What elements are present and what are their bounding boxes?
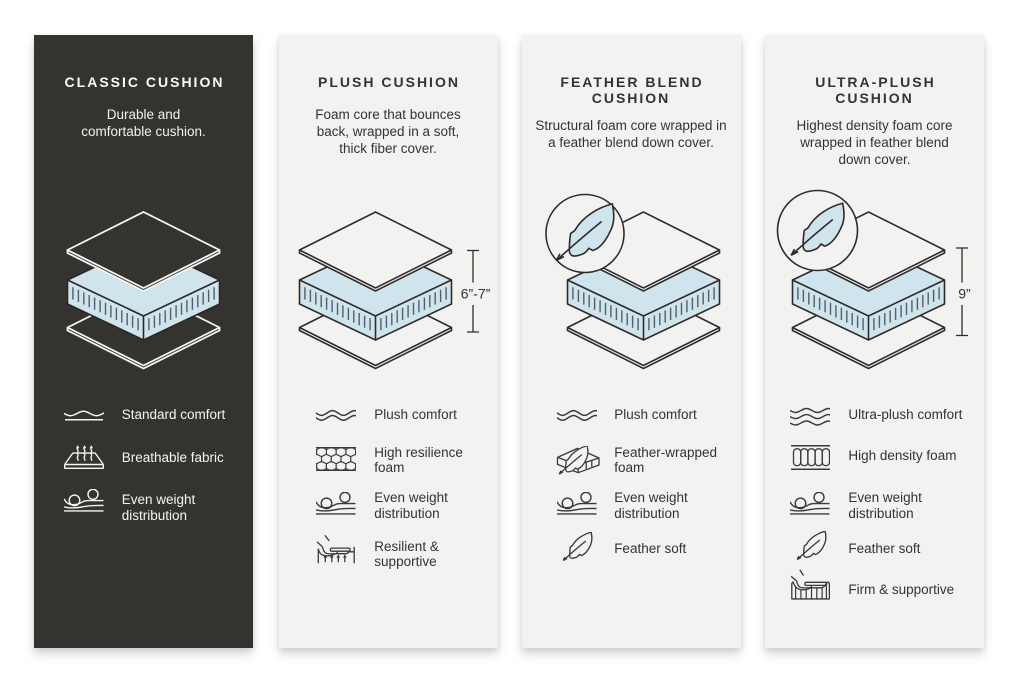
svg-text:9”: 9”	[958, 286, 971, 302]
svg-text:6”-7”: 6”-7”	[460, 286, 490, 302]
